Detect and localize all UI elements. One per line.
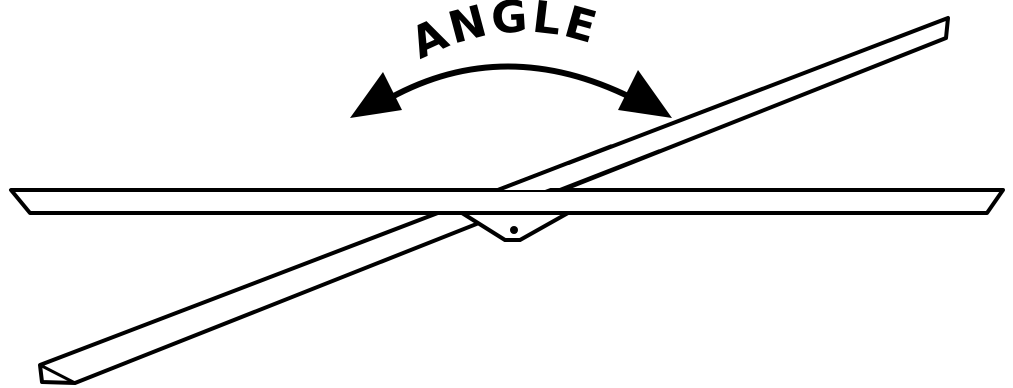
horizontal-bar: [11, 190, 1003, 213]
angle-arrow-arc: [390, 67, 632, 99]
angle-arrow-head-right: [618, 70, 672, 118]
angle-label: ANGLE: [403, 0, 605, 69]
angle-arrow-head-left: [350, 72, 402, 118]
pivot-bracket: [462, 213, 568, 240]
angle-label-path: ANGLE: [403, 0, 605, 69]
angled-bar-top-cap: [946, 18, 948, 38]
angle-arrow: [350, 67, 672, 119]
pivot-point: [510, 226, 518, 234]
